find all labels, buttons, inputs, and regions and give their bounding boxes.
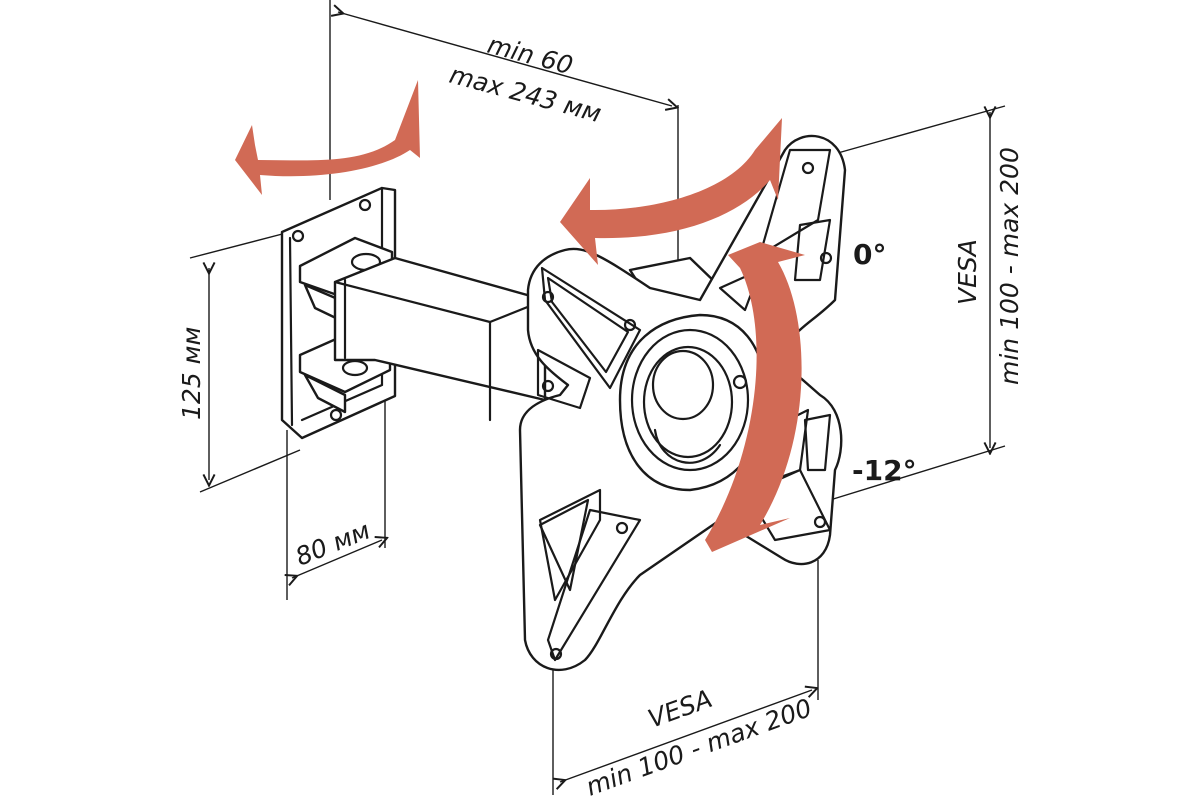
tilt-lower-angle-label: -12° (852, 454, 917, 487)
vesa-vertical-range: min 100 - max 200 (995, 147, 1024, 385)
wall-plate-height-label: 125 мм (177, 327, 206, 420)
vesa-vertical-title: VESA (953, 239, 982, 305)
vesa-vertical-dimension: VESA min 100 - max 200 (819, 105, 1024, 501)
vesa-horizontal-title: VESA (644, 684, 716, 734)
head-swivel-arrow-icon (560, 118, 782, 265)
wall-swivel-arrow-icon (235, 80, 420, 195)
tilt-arrow-icon (705, 242, 805, 552)
wall-plate-height-dimension: 125 мм (177, 231, 301, 493)
wall-plate-depth-label: 80 мм (291, 516, 374, 572)
tilt-upper-angle-label: 0° (853, 238, 886, 271)
arm-length-max-label: max 243 мм (446, 60, 604, 128)
